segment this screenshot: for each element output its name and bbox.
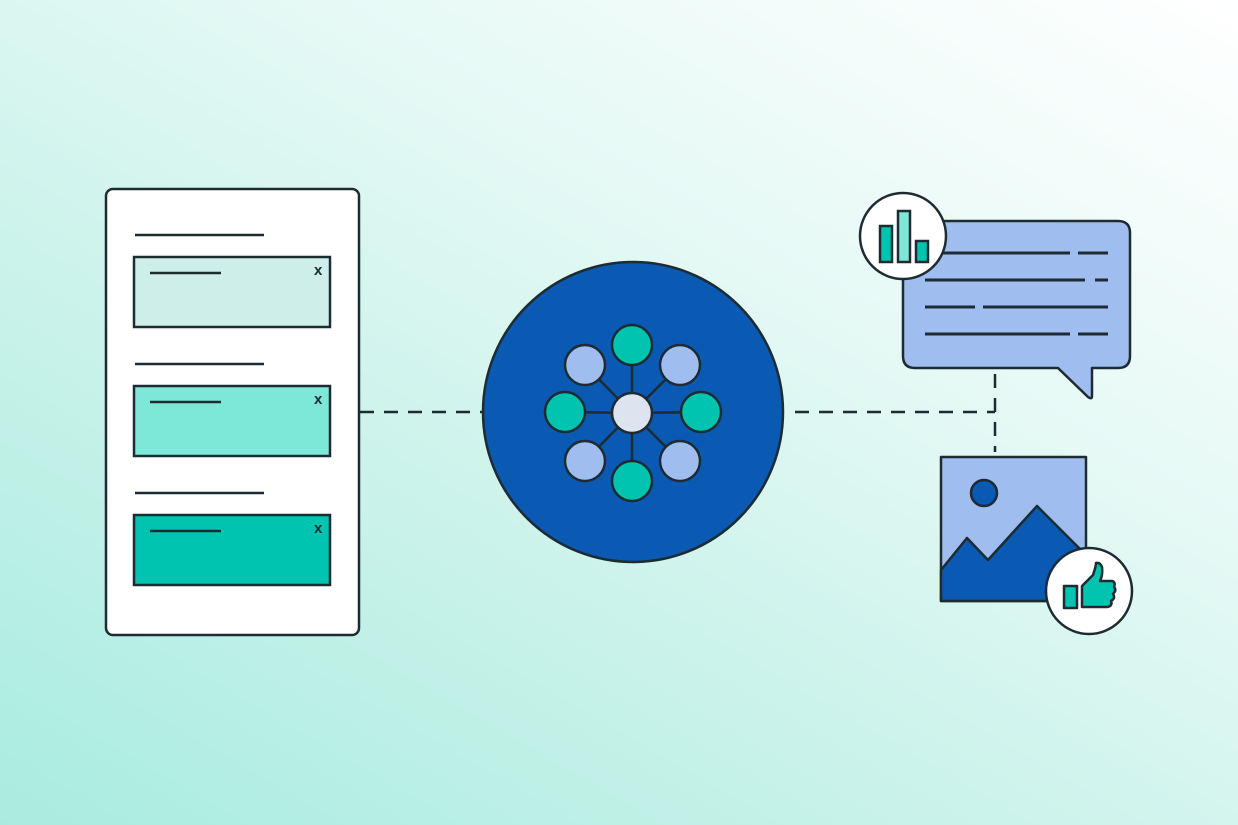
close-icon[interactable]: x — [314, 391, 323, 408]
form-field-3 — [132, 491, 332, 587]
network-hub-icon — [481, 260, 785, 564]
close-icon[interactable]: x — [314, 520, 323, 537]
close-icon[interactable]: x — [314, 262, 323, 279]
form-card — [104, 187, 361, 637]
thumbs-up-icon — [1044, 546, 1134, 636]
form-field-1 — [132, 233, 332, 329]
bar-chart-icon — [858, 191, 948, 281]
form-field-2 — [132, 362, 332, 458]
